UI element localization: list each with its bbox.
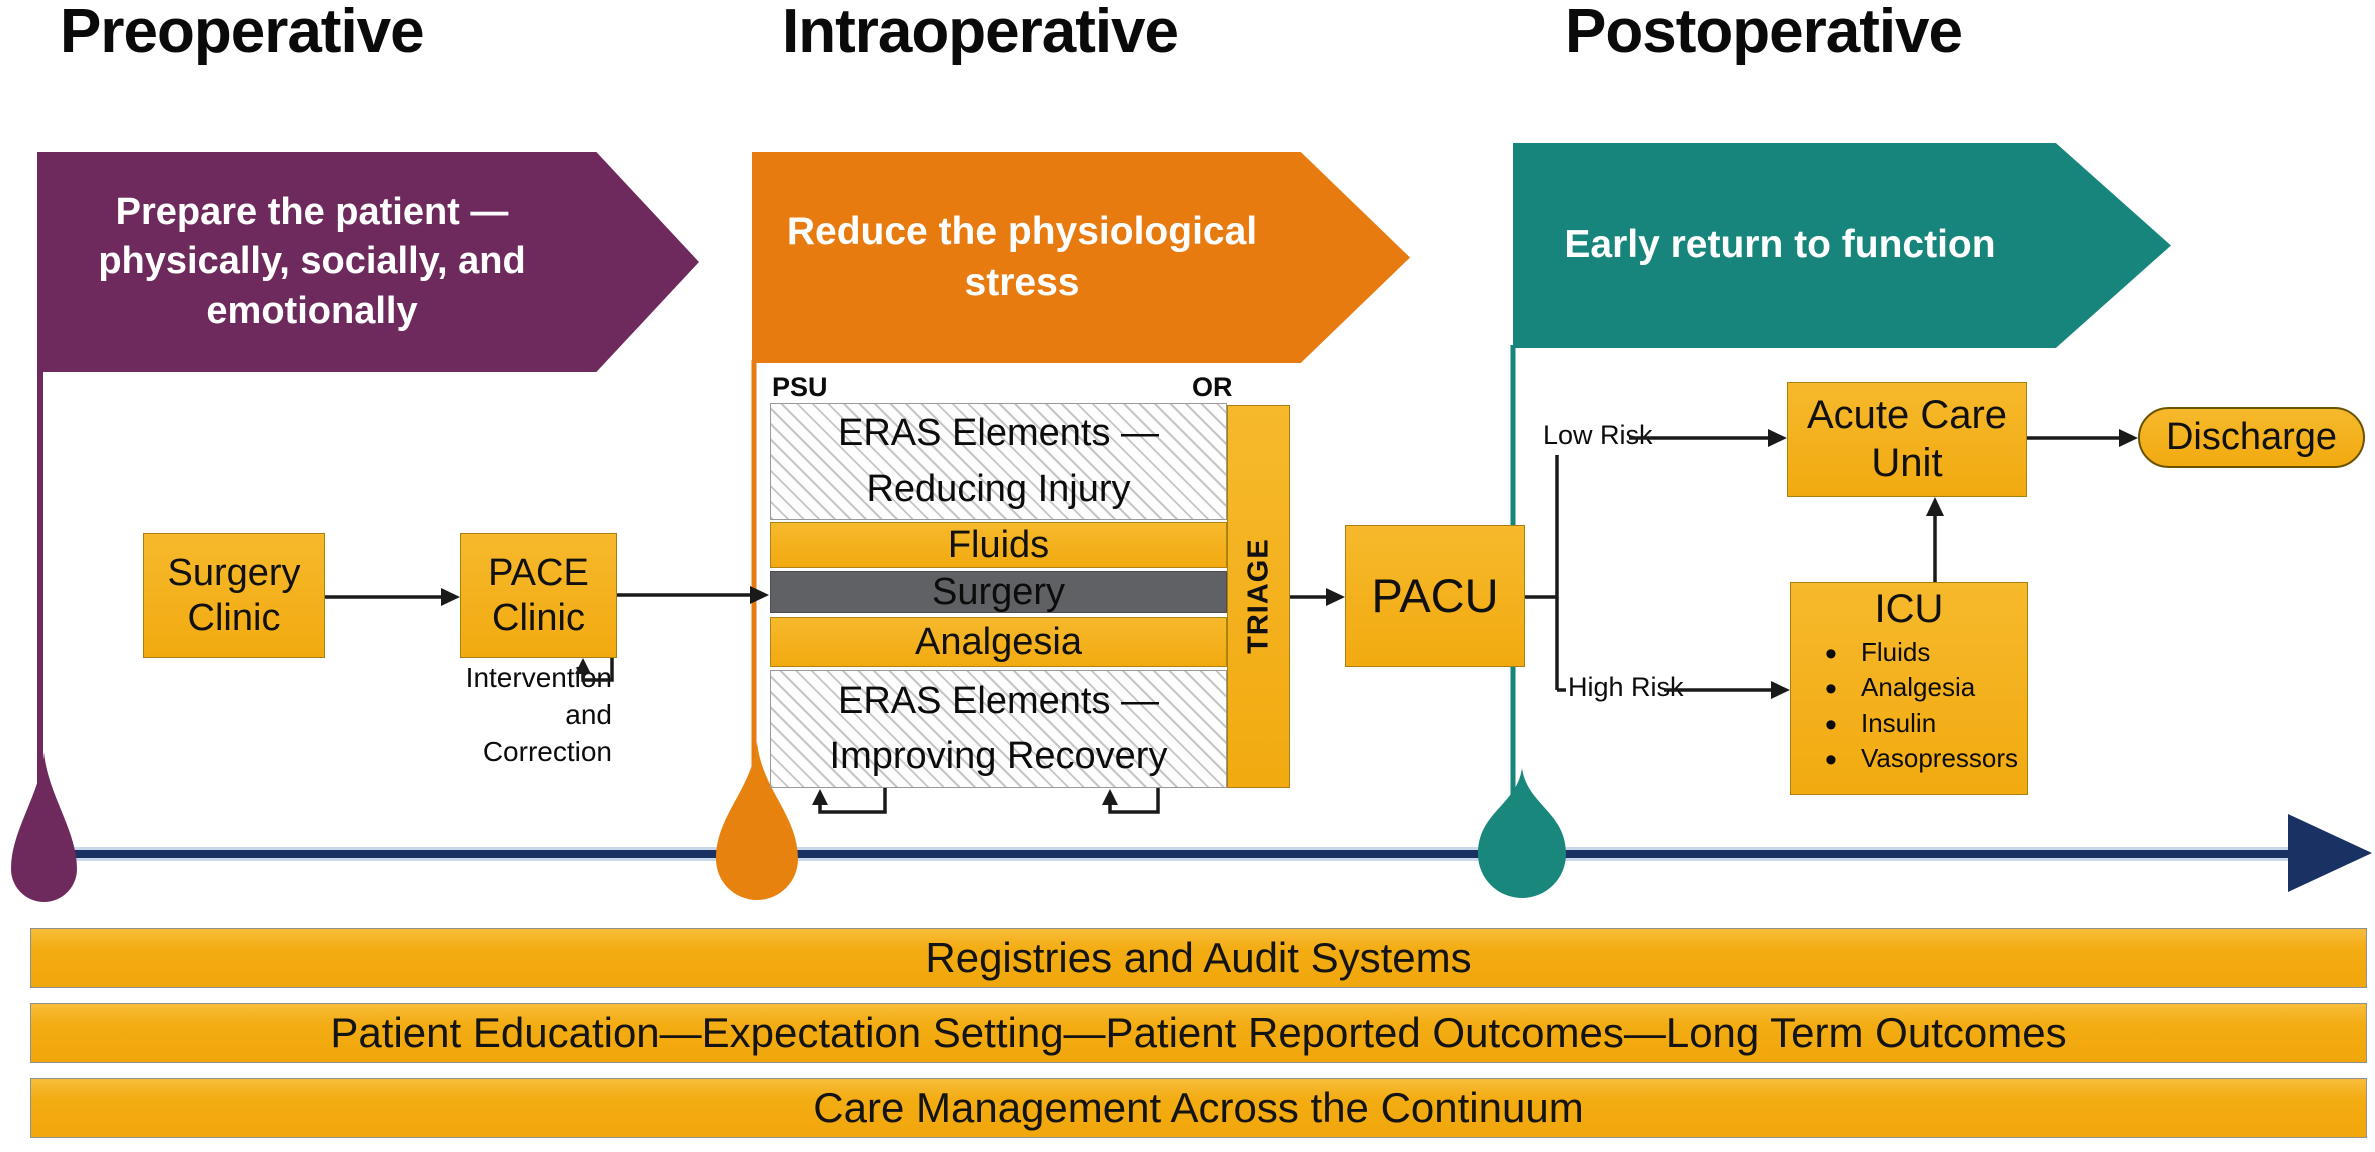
psu-label: PSU xyxy=(772,372,828,402)
patient-education-bar: Patient Education—Expectation Setting—Pa… xyxy=(30,1003,2367,1063)
phase-title-postoperative: Postoperative xyxy=(1565,0,1963,66)
icu-item: Fluids xyxy=(1791,631,2027,678)
icu-item: Insulin xyxy=(1791,702,2027,749)
icu-title: ICU xyxy=(1874,587,1944,631)
arrowhead-icon xyxy=(1926,497,1944,516)
eras-reducing-injury-box: ERAS Elements — Reducing Injury xyxy=(770,403,1227,520)
phase-title-preoperative: Preoperative xyxy=(60,0,425,66)
pace-clinic-box: PACE Clinic xyxy=(460,533,617,658)
triage-bar: TRIAGE xyxy=(1227,405,1290,788)
timeline-arrowhead-icon xyxy=(2288,814,2372,892)
arrowhead-icon xyxy=(1326,588,1345,606)
surgery-bar: Surgery xyxy=(770,571,1227,613)
acute-care-unit-box: Acute Care Unit xyxy=(1787,382,2027,497)
care-management-bar: Care Management Across the Continuum xyxy=(30,1078,2367,1138)
arrowhead-icon xyxy=(441,588,460,606)
analgesia-bar: Analgesia xyxy=(770,617,1227,667)
surgery-clinic-box: Surgery Clinic xyxy=(143,533,325,658)
preop-goal-banner: Prepare the patient — physically, social… xyxy=(37,152,699,372)
eras-feedback-loop-left xyxy=(818,788,887,814)
preop-droplet-icon xyxy=(11,752,77,902)
pace-feedback-loop xyxy=(581,658,614,682)
eras-feedback-loop-right xyxy=(1108,788,1160,814)
intervention-correction-note: Intervention and Correction xyxy=(430,660,612,771)
banner-line: Early return to function xyxy=(1564,223,1996,267)
eras-line: ERAS Elements — xyxy=(838,412,1159,455)
postop-droplet-icon xyxy=(1478,768,1566,898)
eras-improving-recovery-box: ERAS Elements — Improving Recovery xyxy=(770,670,1227,788)
arrowhead-icon xyxy=(1102,789,1118,805)
icu-item: Vasopressors xyxy=(1791,737,2027,784)
arrowhead-icon xyxy=(1771,681,1790,699)
arrowhead-icon xyxy=(1768,429,1787,447)
high-risk-label: High Risk xyxy=(1568,672,1684,702)
note-line: Intervention xyxy=(465,662,612,693)
eras-line: ERAS Elements — xyxy=(838,679,1159,722)
intraop-droplet-icon xyxy=(716,742,798,900)
banner-line: Reduce the physiological xyxy=(786,209,1258,253)
pacu-box: PACU xyxy=(1345,525,1525,667)
arrowhead-icon xyxy=(575,658,591,674)
registries-audit-bar: Registries and Audit Systems xyxy=(30,928,2367,988)
banner-line: stress xyxy=(964,260,1080,304)
banner-line: emotionally xyxy=(206,289,418,332)
phase-title-intraoperative: Intraoperative xyxy=(782,0,1179,66)
eras-line: Reducing Injury xyxy=(866,467,1131,510)
eras-line: Improving Recovery xyxy=(829,735,1168,777)
arrowhead-icon xyxy=(2119,429,2138,447)
note-line: Correction xyxy=(482,735,612,767)
timeline-line xyxy=(30,850,2288,858)
low-risk-label: Low Risk xyxy=(1543,420,1653,450)
arrowhead-icon xyxy=(812,789,828,805)
discharge-box: Discharge xyxy=(2138,407,2365,468)
or-label: OR xyxy=(1192,372,1233,402)
intraop-goal-banner: Reduce the physiological stress xyxy=(752,152,1410,363)
icu-item: Analgesia xyxy=(1791,666,2027,713)
fluids-bar: Fluids xyxy=(770,522,1227,568)
banner-line: Prepare the patient — xyxy=(115,190,509,233)
arrowhead-icon xyxy=(750,586,769,604)
banner-line: physically, socially, and xyxy=(98,240,526,283)
note-line: and xyxy=(565,698,612,730)
icu-item-list: Fluids Analgesia Insulin Vasopressors xyxy=(1791,631,2027,784)
postop-goal-banner: Early return to function xyxy=(1513,143,2171,348)
icu-box: ICU Fluids Analgesia Insulin Vasopressor… xyxy=(1790,582,2028,795)
